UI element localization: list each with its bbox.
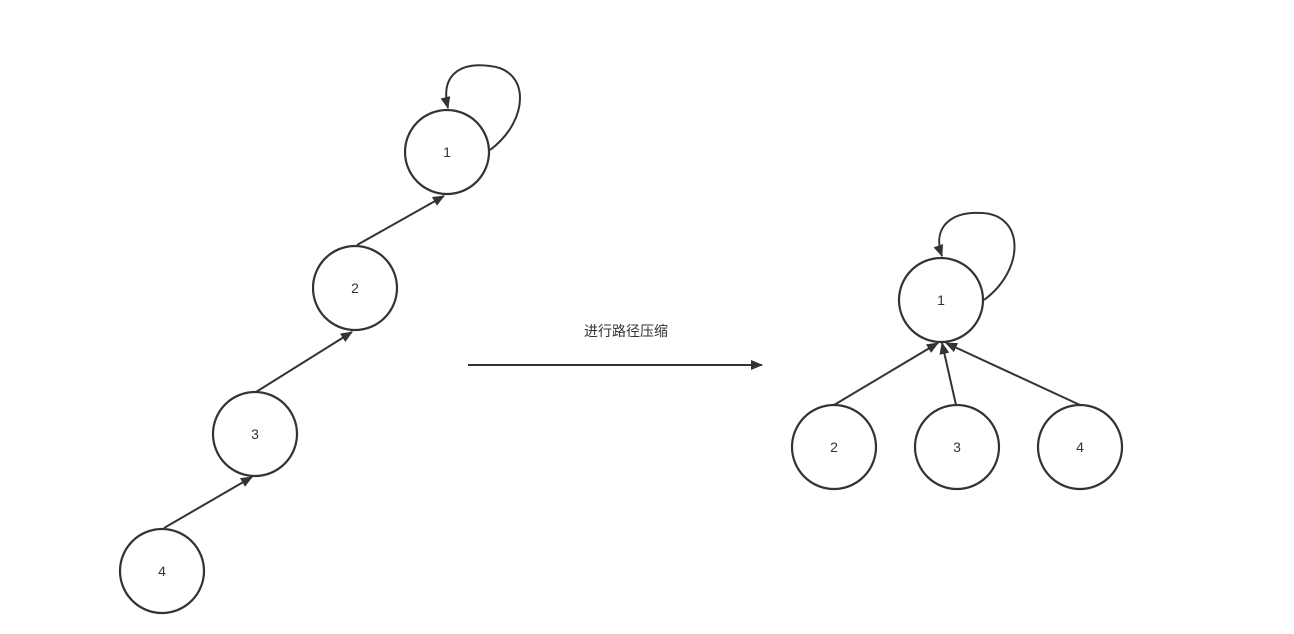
before-node-1-label: 1 — [443, 144, 451, 160]
before-tree: 1 2 3 4 — [118, 64, 521, 615]
transform-caption: 进行路径压缩 — [584, 324, 668, 340]
before-node-1: 1 — [403, 108, 491, 196]
after-edge-3-to-1 — [939, 342, 957, 406]
before-self-loop-edge — [440, 64, 521, 151]
after-edge-4-to-1 — [945, 342, 1081, 406]
after-self-loop-edge — [933, 211, 1016, 301]
before-node-3: 3 — [211, 390, 299, 478]
before-node-3-label: 3 — [251, 426, 259, 442]
after-node-3-label: 3 — [953, 439, 961, 455]
after-tree: 1 2 3 4 — [790, 211, 1124, 491]
before-edge-3-to-2 — [255, 331, 353, 393]
after-node-3: 3 — [913, 403, 1001, 491]
after-node-1-label: 1 — [937, 292, 945, 308]
after-node-2-label: 2 — [830, 439, 838, 455]
before-node-4: 4 — [118, 527, 206, 615]
before-node-4-label: 4 — [158, 563, 166, 579]
transform-arrow-group: 进行路径压缩 — [468, 324, 763, 370]
before-node-2: 2 — [311, 244, 399, 332]
before-node-2-label: 2 — [351, 280, 359, 296]
after-node-4-label: 4 — [1076, 439, 1084, 455]
after-node-1: 1 — [897, 256, 985, 344]
after-node-2: 2 — [790, 403, 878, 491]
after-edge-2-to-1 — [833, 342, 939, 406]
before-edge-4-to-3 — [163, 476, 253, 529]
after-node-4: 4 — [1036, 403, 1124, 491]
before-edge-2-to-1 — [356, 195, 445, 246]
